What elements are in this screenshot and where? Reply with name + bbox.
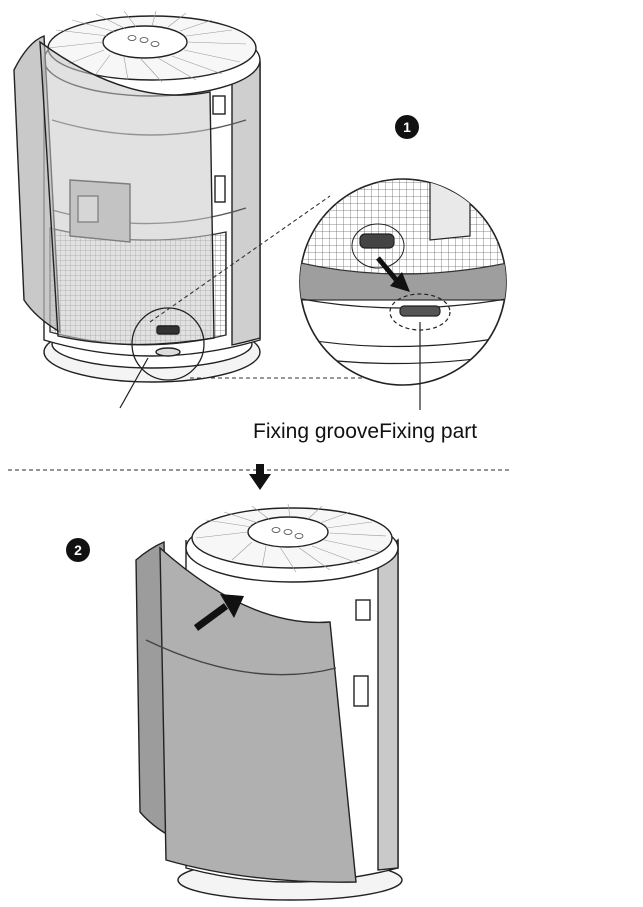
step1-purifier-illustration	[13, 10, 261, 383]
down-arrow-icon	[249, 464, 271, 490]
step-2-badge: 2	[66, 538, 90, 562]
step-1-badge: 1	[395, 115, 419, 139]
step2-purifier-illustration	[135, 503, 403, 901]
fixing-groove-label: Fixing groove	[253, 420, 380, 443]
push-down-arrow-icon	[376, 256, 410, 292]
fixing-part-label: Fixing part	[379, 420, 478, 443]
push-arrow-icon	[193, 594, 244, 631]
zoom-connector-lines	[149, 195, 395, 379]
callout-leaders	[119, 322, 421, 410]
zoom-detail-circle	[299, 178, 507, 386]
callout-labels: Fixing grooveFixing part	[253, 420, 477, 444]
